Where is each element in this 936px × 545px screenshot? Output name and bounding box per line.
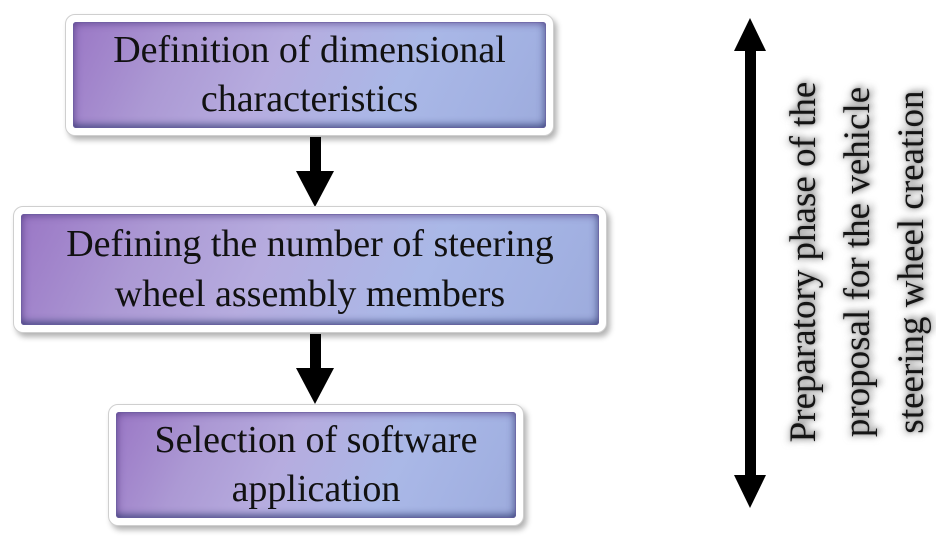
process-box-definition: Definition of dimensional characteristic… bbox=[65, 14, 554, 136]
down-arrow-shaft bbox=[309, 334, 321, 368]
process-box-members-label: Defining the number of steering wheel as… bbox=[21, 214, 599, 325]
side-caption-line: steering wheel creation bbox=[891, 90, 932, 434]
down-arrow-head bbox=[296, 368, 334, 404]
double-arrow-shaft bbox=[744, 51, 756, 475]
process-box-members: Defining the number of steering wheel as… bbox=[13, 206, 607, 333]
process-box-definition-label: Definition of dimensional characteristic… bbox=[73, 22, 546, 128]
down-arrow-icon bbox=[296, 334, 334, 404]
side-caption: Preparatory phase of the proposal for th… bbox=[777, 60, 936, 464]
down-arrow-head bbox=[296, 171, 334, 207]
down-arrow-icon bbox=[296, 137, 334, 207]
side-caption-line: Preparatory phase of the bbox=[783, 81, 824, 443]
side-caption-line: proposal for the vehicle bbox=[837, 86, 878, 438]
double-vertical-arrow-icon bbox=[734, 18, 766, 508]
process-box-software: Selection of software application bbox=[108, 404, 524, 526]
arrow-head-up bbox=[734, 18, 766, 51]
arrow-head-down bbox=[734, 475, 766, 508]
down-arrow-shaft bbox=[309, 137, 321, 171]
process-box-software-label: Selection of software application bbox=[116, 412, 516, 518]
